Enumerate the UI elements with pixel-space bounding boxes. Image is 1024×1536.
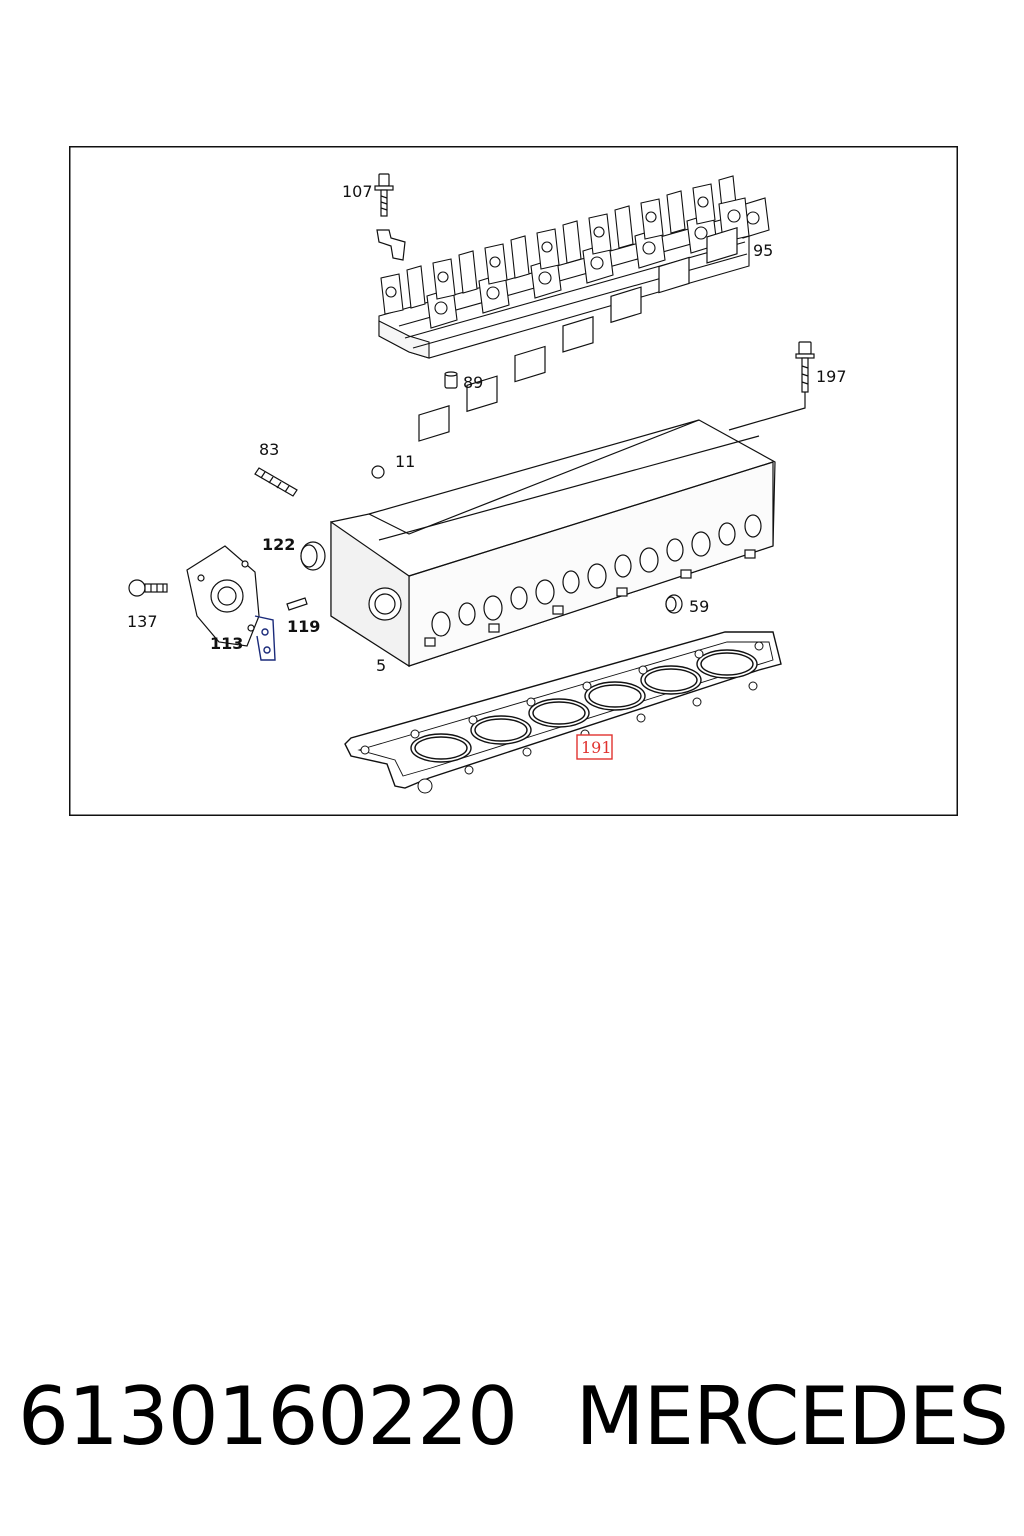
sleeve-89 xyxy=(444,371,458,389)
brand-name: MERCEDES xyxy=(575,1370,1009,1463)
bolt-107 xyxy=(374,173,394,217)
callout-59: 59 xyxy=(689,597,709,616)
callout-5: 5 xyxy=(376,656,386,675)
callout-137: 137 xyxy=(127,612,158,631)
bolt-197 xyxy=(728,341,815,431)
callout-107: 107 xyxy=(342,182,373,201)
caption: 6130160220 MERCEDES xyxy=(18,1370,1009,1470)
oring-11 xyxy=(371,465,385,479)
exploded-view-svg: 107 95 89 197 83 11 122 137 119 113 59 5… xyxy=(69,146,958,816)
callout-95: 95 xyxy=(753,241,773,260)
bolt-137 xyxy=(128,579,168,597)
callout-122: 122 xyxy=(262,535,295,554)
cylinder-head-5 xyxy=(330,226,776,668)
callout-197: 197 xyxy=(816,367,847,386)
bracket-107 xyxy=(376,229,406,261)
gasket-113 xyxy=(254,615,276,661)
head-gasket-191 xyxy=(344,631,782,794)
diagram-border xyxy=(69,146,958,816)
stud-83 xyxy=(254,467,298,497)
callout-83: 83 xyxy=(259,440,279,459)
parts-diagram: 107 95 89 197 83 11 122 137 119 113 59 5… xyxy=(69,146,958,816)
callout-191-highlight-box[interactable] xyxy=(576,734,613,760)
callout-191: 191 xyxy=(581,738,612,757)
plug-59 xyxy=(665,594,683,614)
callout-113: 113 xyxy=(210,634,243,653)
callout-89: 89 xyxy=(463,373,483,392)
rocker-carrier-95 xyxy=(378,175,770,359)
callout-11: 11 xyxy=(395,452,415,471)
callout-119: 119 xyxy=(287,617,320,636)
cover-113 xyxy=(186,545,260,647)
part-number: 6130160220 xyxy=(18,1370,518,1463)
pin-119 xyxy=(286,597,308,611)
plug-122 xyxy=(300,541,326,571)
